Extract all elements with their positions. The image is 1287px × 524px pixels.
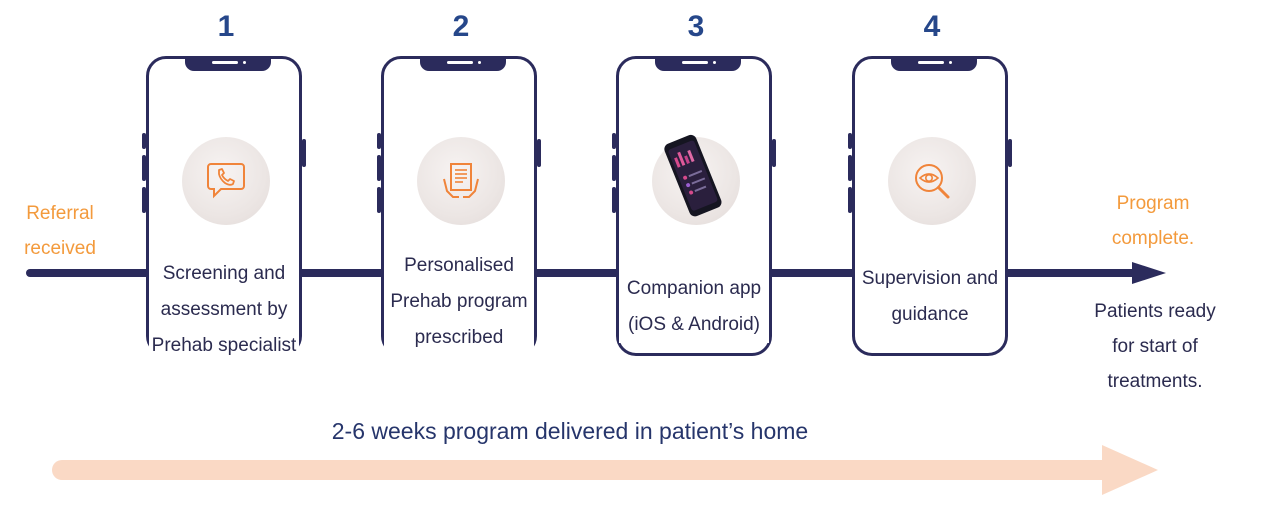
step-1-line-3: Prehab specialist <box>151 335 297 356</box>
step-1-icon-circle <box>182 137 270 225</box>
end-note-line-3: treatments. <box>1107 371 1203 392</box>
timeline-arrowhead <box>1132 262 1166 284</box>
step-1-number: 1 <box>217 10 235 43</box>
step-3-line-2: (iOS & Android) <box>628 314 760 335</box>
duration-arrow-bar <box>52 460 1112 480</box>
phone-notch <box>185 56 271 71</box>
duration-arrowhead <box>1102 445 1158 495</box>
end-note-line-2: for start of <box>1112 336 1198 357</box>
step-3-description: Companion app (iOS & Android) <box>619 271 769 343</box>
step-4-description: Supervision and guidance <box>855 261 1005 333</box>
smartphone-app-icon <box>664 134 722 217</box>
timeline-line <box>26 269 1136 277</box>
step-3-line-1: Companion app <box>626 278 762 299</box>
end-note-line-1: Patients ready <box>1094 301 1216 322</box>
step-2-description: Personalised Prehab program prescribed <box>384 248 534 356</box>
end-label: Program complete. <box>1090 186 1216 256</box>
step-3-phone: Companion app (iOS & Android) <box>612 56 776 356</box>
step-4-phone: Supervision and guidance <box>848 56 1012 356</box>
step-2-line-2: Prehab program <box>390 291 528 312</box>
step-2-number: 2 <box>452 10 470 43</box>
end-note: Patients ready for start of treatments. <box>1080 294 1230 399</box>
end-label-line-2: complete. <box>1111 228 1195 249</box>
step-1-phone: Screening and assessment by Prehab speci… <box>142 56 306 364</box>
step-2-line-3: prescribed <box>414 327 504 348</box>
step-4-line-2: guidance <box>891 304 969 325</box>
start-label-line-2: received <box>24 238 96 259</box>
start-label-line-1: Referral <box>26 203 94 224</box>
step-1-line-2: assessment by <box>160 299 288 320</box>
step-1-line-1: Screening and <box>162 263 286 284</box>
chat-phone-icon <box>207 163 245 199</box>
step-4-line-1: Supervision and <box>861 268 999 289</box>
step-4-number: 4 <box>923 10 941 43</box>
phone-notch <box>891 56 977 71</box>
document-hands-icon <box>443 163 479 198</box>
phone-notch <box>655 56 741 71</box>
step-2-icon-circle <box>417 137 505 225</box>
step-4-icon-circle <box>888 137 976 225</box>
step-3-icon-circle <box>652 134 740 225</box>
step-2-phone: Personalised Prehab program prescribed <box>377 56 541 356</box>
step-1-description: Screening and assessment by Prehab speci… <box>149 256 299 364</box>
start-label: Referral received <box>10 196 110 266</box>
phone-notch <box>420 56 506 71</box>
duration-caption: 2-6 weeks program delivered in patient’s… <box>331 418 809 444</box>
step-2-line-1: Personalised <box>404 255 514 276</box>
end-label-line-1: Program <box>1116 193 1190 214</box>
eye-search-icon <box>915 164 950 199</box>
step-3-number: 3 <box>687 10 705 43</box>
